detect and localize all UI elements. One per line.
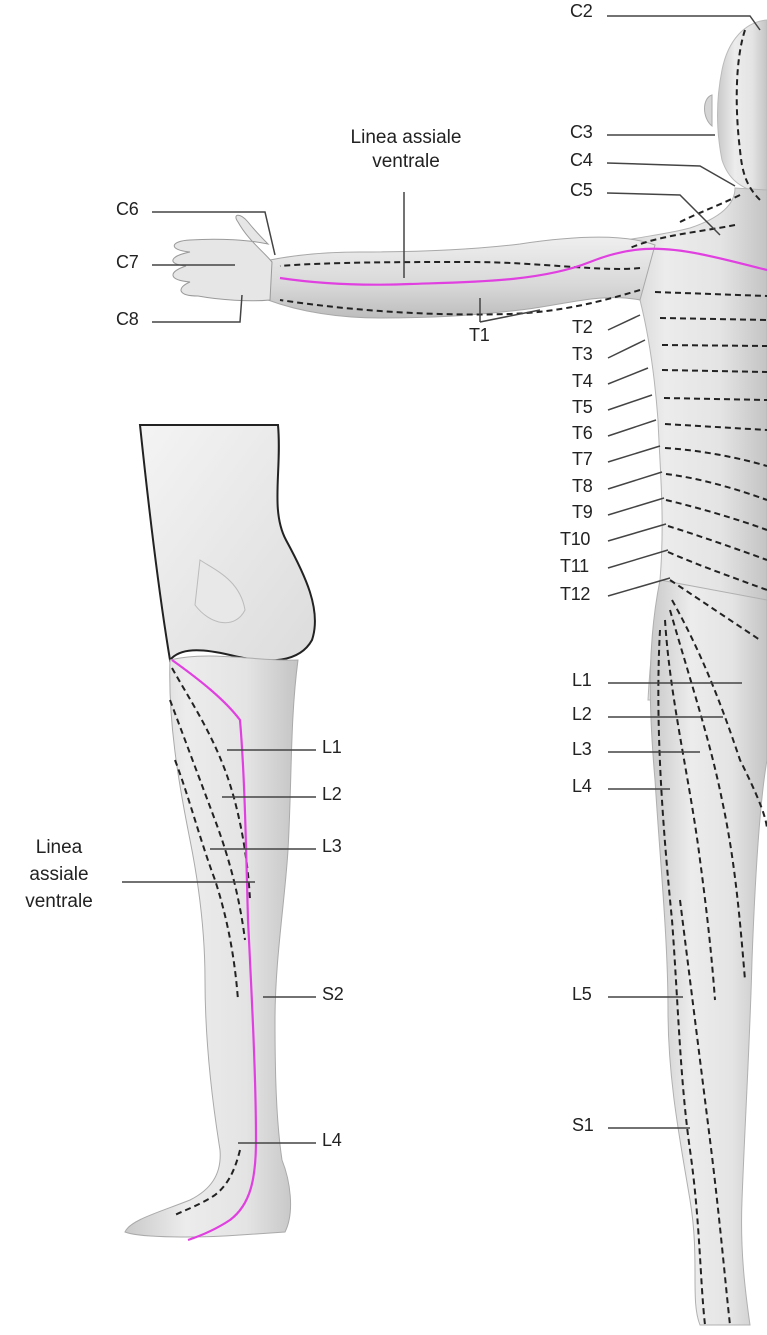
label-leg-l4: L4: [322, 1131, 341, 1149]
label-leg-l2: L2: [322, 785, 341, 803]
axial-line-caption-top-line2: ventrale: [306, 150, 506, 174]
label-c4: C4: [570, 151, 592, 169]
label-t4: T4: [572, 372, 592, 390]
arm: [268, 237, 655, 318]
label-c3: C3: [570, 123, 592, 141]
label-l1: L1: [572, 671, 591, 689]
label-c7: C7: [116, 253, 138, 271]
label-l2: L2: [572, 705, 591, 723]
label-t6: T6: [572, 424, 592, 442]
label-t12: T12: [560, 585, 590, 603]
label-t5: T5: [572, 398, 592, 416]
label-t8: T8: [572, 477, 592, 495]
label-t2: T2: [572, 318, 592, 336]
leg: [650, 580, 767, 1325]
axial-line-caption-left-line3: ventrale: [4, 888, 114, 915]
label-leg-l3: L3: [322, 837, 341, 855]
label-l5: L5: [572, 985, 591, 1003]
label-leg-s2: S2: [322, 985, 343, 1003]
axial-line-caption-left-line1: Linea: [4, 834, 114, 861]
axial-line-caption-top-line1: Linea assiale: [306, 126, 506, 150]
pelvis: [140, 425, 315, 660]
label-c5: C5: [570, 181, 592, 199]
label-t1: T1: [469, 326, 489, 344]
label-c6: C6: [116, 200, 138, 218]
leg-lateral-figure: [125, 425, 315, 1240]
axial-line-caption-top: Linea assiale ventrale: [306, 126, 506, 174]
axial-line-caption-left: Linea assiale ventrale: [4, 834, 114, 915]
label-c8: C8: [116, 310, 138, 328]
axial-line-caption-left-line2: assiale: [4, 861, 114, 888]
label-t11: T11: [560, 557, 589, 575]
hand: [173, 215, 272, 301]
label-t9: T9: [572, 503, 592, 521]
label-c2: C2: [570, 2, 592, 20]
label-s1: S1: [572, 1116, 593, 1134]
label-l4: L4: [572, 777, 591, 795]
label-t3: T3: [572, 345, 592, 363]
label-t7: T7: [572, 450, 592, 468]
lower-leg: [125, 656, 298, 1237]
ear: [705, 95, 713, 126]
label-t10: T10: [560, 530, 590, 548]
label-l3: L3: [572, 740, 591, 758]
label-leg-l1: L1: [322, 738, 341, 756]
